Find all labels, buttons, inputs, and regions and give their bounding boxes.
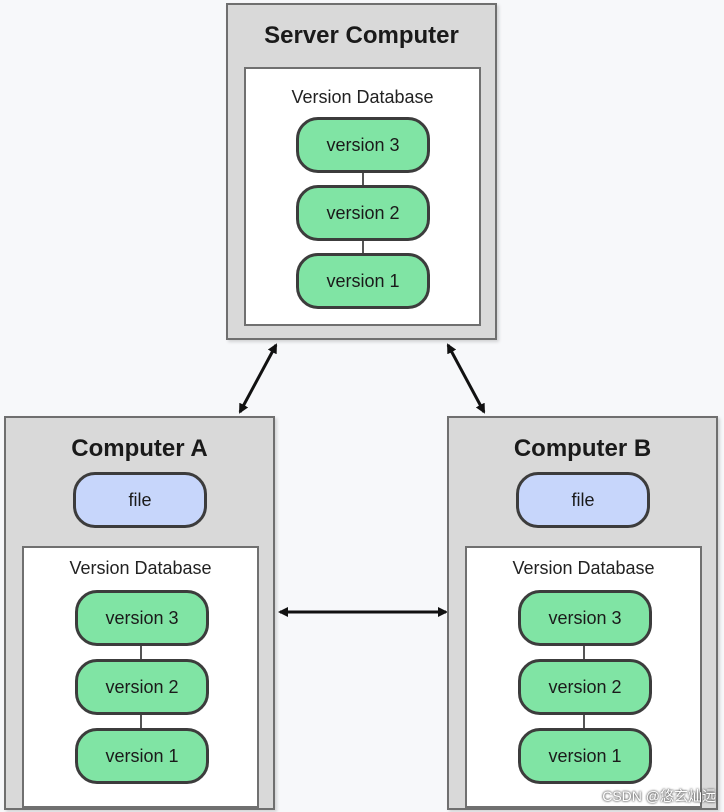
computer-a-version-2: version 2: [75, 659, 209, 715]
computer-a-db-label: Version Database: [69, 558, 212, 578]
server-version-2: version 2: [296, 185, 430, 241]
server-version-database: Version Database version 3 version 2 ver…: [244, 67, 481, 326]
computer-a-panel: Computer A file Version Database version…: [4, 416, 275, 810]
computer-a-version-3: version 3: [75, 590, 209, 646]
server-version-link-2-1: [362, 238, 364, 260]
computer-b-file: file: [516, 472, 650, 528]
server-version-3: version 3: [296, 117, 430, 173]
computer-a-version-database: Version Database version 3 version 2 ver…: [22, 546, 259, 808]
computer-a-version-link-2-1: [140, 712, 142, 734]
arrow-server-to-computer-b: [446, 343, 486, 414]
watermark: CSDN @悠玄灿远: [602, 788, 716, 804]
computer-a-title: Computer A: [71, 435, 208, 462]
server-computer-title: Server Computer: [264, 22, 459, 49]
computer-b-version-link-2-1: [583, 712, 585, 734]
computer-b-title: Computer B: [513, 435, 652, 462]
computer-b-version-3: version 3: [518, 590, 652, 646]
server-version-1: version 1: [296, 253, 430, 309]
computer-b-version-database: Version Database version 3 version 2 ver…: [465, 546, 702, 808]
computer-a-version-1: version 1: [75, 728, 209, 784]
server-computer-panel: Server Computer Version Database version…: [226, 3, 497, 340]
arrow-server-to-computer-a: [238, 343, 278, 414]
computer-a-version-link-3-2: [140, 643, 142, 665]
computer-b-version-link-3-2: [583, 643, 585, 665]
computer-b-version-2: version 2: [518, 659, 652, 715]
computer-b-version-1: version 1: [518, 728, 652, 784]
computer-b-panel: Computer B file Version Database version…: [447, 416, 718, 810]
server-version-link-3-2: [362, 170, 364, 192]
computer-a-file: file: [73, 472, 207, 528]
computer-b-db-label: Version Database: [512, 558, 655, 578]
server-db-label: Version Database: [291, 87, 434, 107]
